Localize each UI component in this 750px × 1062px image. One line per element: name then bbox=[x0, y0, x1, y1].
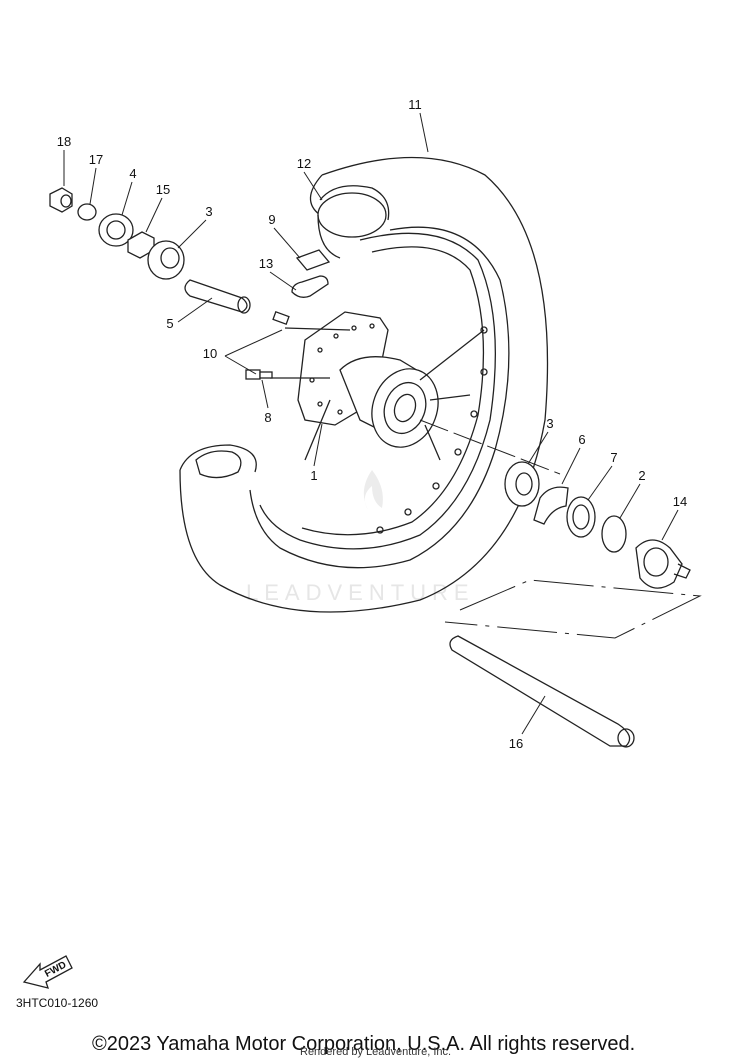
callout-10: 10 bbox=[203, 346, 217, 361]
callout-18: 18 bbox=[57, 134, 71, 149]
watermark-text: LEADVENTURE bbox=[246, 580, 475, 605]
tube bbox=[317, 185, 390, 259]
callout-15: 15 bbox=[156, 182, 170, 197]
callout-4: 4 bbox=[129, 166, 136, 181]
bearing-left bbox=[147, 240, 185, 280]
render-note: Rendered by Leadventure, Inc. bbox=[300, 1046, 452, 1058]
callout-13: 13 bbox=[259, 256, 273, 271]
callout-6: 6 bbox=[578, 432, 585, 447]
bearing-right bbox=[504, 461, 540, 507]
meter-gear-unit bbox=[635, 539, 691, 589]
spokes bbox=[245, 311, 485, 461]
callout-9: 9 bbox=[268, 212, 275, 227]
callout-11: 11 bbox=[408, 97, 422, 112]
callout-1: 1 bbox=[310, 468, 317, 483]
valve bbox=[291, 275, 329, 298]
callout-14: 14 bbox=[673, 494, 687, 509]
diagram-code: 3HTC010-1260 bbox=[16, 996, 99, 1010]
watermark-flame-icon bbox=[363, 470, 383, 510]
callout-7: 7 bbox=[610, 450, 617, 465]
oil-seal-right bbox=[566, 496, 596, 538]
callout-3-right: 3 bbox=[546, 416, 553, 431]
spacer-flange bbox=[533, 486, 569, 525]
axle-nut bbox=[49, 187, 73, 213]
callout-3-left: 3 bbox=[205, 204, 212, 219]
tire bbox=[179, 156, 549, 613]
alignment-lines bbox=[419, 419, 702, 639]
callout-12: 12 bbox=[297, 156, 311, 171]
callout-16: 16 bbox=[509, 736, 523, 751]
oil-seal-left bbox=[98, 213, 134, 247]
callout-17: 17 bbox=[89, 152, 103, 167]
copyright-notice: ©2023 Yamaha Motor Corporation, U.S.A. A… bbox=[92, 1033, 636, 1055]
rim-band bbox=[295, 249, 331, 271]
leader-lines bbox=[63, 112, 679, 735]
callout-2: 2 bbox=[638, 468, 645, 483]
front-axle bbox=[449, 635, 635, 748]
rim bbox=[259, 232, 496, 550]
washer bbox=[77, 203, 97, 221]
circlip bbox=[601, 515, 627, 553]
callout-5: 5 bbox=[166, 316, 173, 331]
spacer bbox=[184, 279, 251, 314]
watermark: LEADVENTURE bbox=[246, 470, 475, 605]
callout-8: 8 bbox=[264, 410, 271, 425]
fwd-arrow-icon: FWD bbox=[22, 955, 73, 989]
callout-labels: 18 17 4 15 3 5 10 8 9 13 12 11 1 3 6 7 2… bbox=[57, 97, 687, 751]
hub bbox=[297, 311, 439, 448]
